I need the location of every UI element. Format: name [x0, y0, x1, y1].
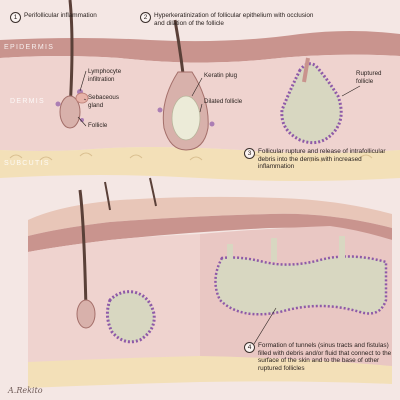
leader-ruptured: [341, 85, 361, 97]
leader-dilated: [199, 103, 203, 113]
leader-lymphocyte: [79, 70, 87, 92]
step-1: 1 Perifollicular inflammation: [10, 12, 140, 23]
sinus-tract-tunnel: [214, 255, 388, 316]
artist-signature: A.Rekito: [8, 386, 43, 395]
leader-keratin: [191, 77, 203, 97]
leader-step-4: [253, 307, 277, 345]
label-keratin-plug: Keratin plug: [204, 72, 238, 79]
step-1-number: 1: [10, 12, 21, 23]
label-lymphocyte-infiltration: Lymphocyte infiltration: [88, 68, 122, 83]
block-hair-3: [149, 177, 157, 207]
step-4-text: Formation of tunnels (sinus tracts and f…: [258, 342, 392, 372]
subcutis-fat-lobules: [9, 152, 373, 163]
step-2-text: Hyperkeratinization of follicular epithe…: [154, 12, 314, 27]
layer-label-subcutis: SUBCUTIS: [4, 160, 50, 167]
block-follicle: [76, 299, 96, 329]
block-epidermis-edge: [28, 213, 392, 252]
block-hair-1: [78, 189, 88, 311]
step-4-number: 4: [244, 342, 255, 353]
step-3: 3 Follicular rupture and release of intr…: [244, 148, 394, 171]
ruptured-follicle: [280, 62, 343, 145]
step-4: 4 Formation of tunnels (sinus tracts and…: [244, 342, 394, 372]
block-subcutis-base: [28, 356, 392, 388]
step-3-number: 3: [244, 148, 255, 159]
keratin-plug: [171, 95, 201, 141]
label-follicle: Follicle: [88, 122, 108, 129]
sebaceous-gland-1: [75, 92, 89, 104]
step-2-number: 2: [140, 12, 151, 23]
follicle-1: [59, 95, 81, 129]
leader-follicle: [77, 116, 87, 127]
step-2: 2 Hyperkeratinization of follicular epit…: [140, 12, 320, 27]
hair-shaft-1: [68, 0, 74, 111]
step-1-text: Perifollicular inflammation: [24, 12, 97, 19]
block-debris-cavity: [105, 290, 156, 344]
block-top-surface: [28, 196, 392, 236]
subcutis-layer: [0, 147, 400, 181]
step-3-text: Follicular rupture and release of intraf…: [258, 148, 386, 171]
leader-sebaceous: [83, 98, 87, 101]
epidermis-layer: [0, 31, 400, 63]
label-dilated-follicle: Dilated follicle: [204, 98, 243, 105]
layer-label-epidermis: EPIDERMIS: [4, 44, 55, 51]
label-ruptured-follicle: Ruptured follicle: [356, 70, 382, 85]
layer-label-dermis: DERMIS: [10, 98, 46, 105]
block-hair-2: [104, 181, 111, 211]
label-sebaceous-gland: Sebaceous gland: [88, 94, 119, 109]
